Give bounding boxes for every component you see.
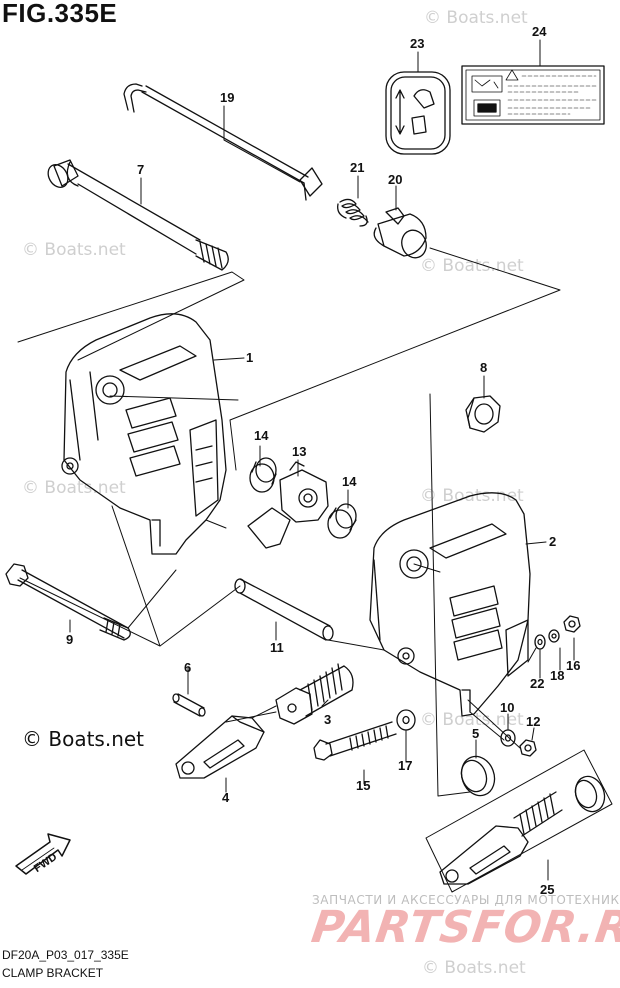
figure-title: FIG.335E: [2, 0, 118, 28]
callout-13[interactable]: 13: [292, 444, 306, 459]
ad-brand: PARTSFOR.RU: [308, 902, 620, 953]
callout-labels: 19 7 23 24 21 20 1 8 14 13 14 2 9 11 6 3…: [32, 24, 581, 897]
washer-small-part: [534, 634, 546, 650]
nut-small-part: [519, 739, 537, 757]
callout-3[interactable]: 3: [324, 712, 331, 727]
callout-9[interactable]: 9: [66, 632, 73, 647]
clamp-screw-assy-part: [425, 749, 613, 893]
callout-19[interactable]: 19: [220, 90, 234, 105]
bushing-left-part: [249, 457, 277, 493]
callout-7[interactable]: 7: [137, 162, 144, 177]
ad-tagline: ЗАПЧАСТИ И АКСЕССУАРЫ ДЛЯ МОТОТЕХНИКИ: [312, 893, 620, 907]
callout-8[interactable]: 8: [480, 360, 487, 375]
bolt-part: [313, 721, 397, 761]
callout-22[interactable]: 22: [530, 676, 544, 691]
callout-12[interactable]: 12: [526, 714, 540, 729]
watermark: © Boats.net: [22, 240, 126, 260]
clamp-bracket-right-part: [369, 492, 531, 717]
callout-1[interactable]: 1: [246, 350, 253, 365]
callout-4[interactable]: 4: [222, 790, 230, 805]
pin-part: [172, 693, 206, 717]
diagram-description: CLAMP BRACKET: [2, 966, 104, 980]
bushing-right-part: [327, 503, 357, 539]
fwd-label: FWD: [32, 851, 60, 875]
watermark-main: © Boats.net: [22, 727, 145, 751]
callout-18[interactable]: 18: [550, 668, 564, 683]
callout-21[interactable]: 21: [350, 160, 364, 175]
clamp-screw-left-part: [275, 663, 354, 725]
callout-14a[interactable]: 14: [254, 428, 269, 443]
watermark: © Boats.net: [22, 478, 126, 498]
callout-leaders: [69, 39, 575, 881]
callout-24[interactable]: 24: [532, 24, 547, 39]
clamp-handle-left-part: [175, 715, 265, 779]
callout-2[interactable]: 2: [549, 534, 556, 549]
nut-part: [465, 395, 501, 433]
washer-right-part: [548, 629, 560, 643]
watermark: © Boats.net: [422, 958, 526, 978]
callout-17[interactable]: 17: [398, 758, 412, 773]
callout-25[interactable]: 25: [540, 882, 554, 897]
pipe-part: [234, 578, 334, 641]
caution-label-part: [461, 65, 605, 125]
callout-10[interactable]: 10: [500, 700, 514, 715]
model-code: DF20A_P03_017_335E: [2, 948, 129, 962]
callout-23[interactable]: 23: [410, 36, 424, 51]
callout-6[interactable]: 6: [184, 660, 191, 675]
watermark: © Boats.net: [420, 256, 524, 276]
spring-part: [337, 198, 369, 227]
callout-5[interactable]: 5: [472, 726, 479, 741]
tilt-stopper-part: [247, 461, 329, 549]
callout-20[interactable]: 20: [388, 172, 402, 187]
long-bolt-part: [5, 563, 131, 641]
watermark: © Boats.net: [420, 710, 524, 730]
tilt-rod-part: [123, 83, 323, 201]
watermark: © Boats.net: [424, 8, 528, 28]
fwd-arrow-icon: [15, 833, 71, 875]
washer-large-part: [396, 709, 416, 731]
holder-part: [373, 207, 427, 259]
clamp-pad-part: [460, 755, 496, 797]
swivel-bolt-part: [47, 159, 229, 271]
nut-right-part: [563, 615, 581, 633]
leader-lines: [17, 247, 561, 797]
tilt-label-part: [385, 71, 451, 155]
callout-11[interactable]: 11: [270, 640, 284, 655]
callout-14b[interactable]: 14: [342, 474, 357, 489]
callout-15[interactable]: 15: [356, 778, 370, 793]
callout-16[interactable]: 16: [566, 658, 580, 673]
clamp-bracket-left-part: [61, 313, 227, 555]
